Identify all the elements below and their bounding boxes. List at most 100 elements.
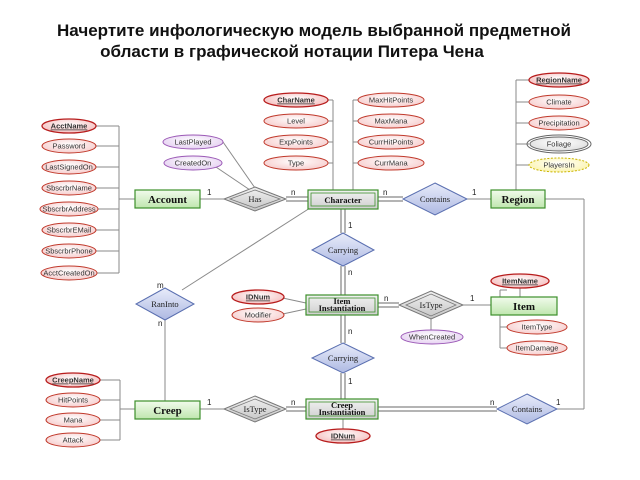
attribute-label: Precipitation <box>538 119 579 128</box>
entity-label-line-1: Creep <box>331 400 353 410</box>
has-attributes: LastPlayed CreatedOn <box>162 134 224 171</box>
attribute-modifier: Modifier <box>231 307 285 323</box>
entity-label-line-1: Item <box>334 296 351 306</box>
cardinality-labels: 1 n n 1 1 n m n n 1 n 1 1 n n 1 <box>157 188 561 407</box>
attribute-level: Level <box>263 113 329 129</box>
entity-label-line-2: Instantiation <box>319 407 366 417</box>
relationship-label: RanInto <box>151 299 178 309</box>
attribute-label: LastPlayed <box>174 138 211 147</box>
attribute-lastsignedon: LastSignedOn <box>41 159 97 175</box>
relationship-carrying-top: Carrying <box>310 232 376 267</box>
attribute-hitpoints: HitPoints <box>45 392 101 408</box>
attribute-label: Climate <box>546 98 571 107</box>
entity-account: Account <box>134 189 201 209</box>
attribute-itemtype: ItemType <box>506 319 568 335</box>
attribute-climate: Climate <box>528 94 590 110</box>
relationship-carrying-bottom: Carrying <box>310 342 376 374</box>
cardinality-creep-inst-contains: n <box>490 398 494 407</box>
attribute-type: Type <box>263 155 329 171</box>
entity-label: Region <box>502 194 535 206</box>
entity-label-line-2: Instantiation <box>319 303 366 313</box>
cardinality-character-carrying: 1 <box>348 221 353 230</box>
attribute-itemname-key: ItemName <box>490 273 550 289</box>
attribute-foliage-multivalued: Foliage <box>526 134 592 154</box>
attribute-label: AcctName <box>51 122 88 131</box>
attribute-precipitation: Precipitation <box>528 115 590 131</box>
attribute-label: SbscrbrName <box>46 184 92 193</box>
relationship-contains-bottom: Contains <box>495 393 559 425</box>
attribute-label: ItemType <box>522 323 553 332</box>
item-attributes: ItemName ItemType ItemDamage <box>490 273 568 356</box>
attribute-label: CurrMana <box>374 159 408 168</box>
attribute-label: LastSignedOn <box>45 163 93 172</box>
attribute-label: IDNum <box>331 432 355 441</box>
attribute-sbscrbrphone: SbscrbrPhone <box>41 243 97 259</box>
attribute-label: Foliage <box>547 140 572 149</box>
relationship-label: Carrying <box>328 353 359 363</box>
attribute-itemdamage: ItemDamage <box>506 340 568 356</box>
attribute-label: PlayersIn <box>543 161 574 170</box>
cardinality-account-has: 1 <box>207 188 212 197</box>
attribute-acctname-key: AcctName <box>41 118 97 134</box>
attribute-label: WhenCreated <box>409 333 455 342</box>
attribute-currmana: CurrMana <box>357 155 425 171</box>
relationship-istype-creep: IsType <box>222 395 288 423</box>
attribute-charname-key: CharName <box>263 92 329 108</box>
character-attributes: CharName Level ExpPoints Type MaxHitPoin… <box>263 92 425 171</box>
relationship-label: IsType <box>419 300 442 310</box>
cardinality-raninto-n: n <box>158 319 162 328</box>
attribute-label: MaxHitPoints <box>369 96 413 105</box>
attribute-label: HitPoints <box>58 396 88 405</box>
attribute-sbscrbrname: SbscrbrName <box>41 180 97 196</box>
relationship-contains-top: Contains <box>401 182 469 216</box>
attribute-label: Level <box>287 117 305 126</box>
attribute-label: Modifier <box>245 311 272 320</box>
attribute-label: CreatedOn <box>175 159 212 168</box>
cardinality-has-character: n <box>291 188 295 197</box>
cardinality-creep-istype: 1 <box>207 398 212 407</box>
entity-item-instantiation: Item Instantiation <box>305 294 379 316</box>
attribute-label: SbscrbrAddress <box>42 205 96 214</box>
attribute-label: Type <box>288 159 304 168</box>
attribute-acctcreatedon: AcctCreatedOn <box>40 265 98 281</box>
attribute-label: Mana <box>64 416 84 425</box>
region-attributes: RegionName Climate Precipitation Foliage… <box>526 72 592 173</box>
attribute-maxmana: MaxMana <box>357 113 425 129</box>
attribute-label: ItemDamage <box>516 344 559 353</box>
entity-region: Region <box>490 189 546 209</box>
cardinality-character-contains: n <box>383 188 387 197</box>
attribute-label: RegionName <box>536 76 582 85</box>
cardinality-istype-creep-inst: n <box>291 398 295 407</box>
entity-creep: Creep <box>134 400 201 420</box>
relationship-label: Has <box>248 194 261 204</box>
attribute-attack: Attack <box>45 432 101 448</box>
attribute-creep-idnum-partial-key: IDNum <box>315 428 371 444</box>
relationship-label: Contains <box>512 404 542 414</box>
attribute-regionname-key: RegionName <box>528 72 590 88</box>
relationship-raninto: RanInto <box>134 287 196 321</box>
relationship-has: Has <box>222 186 288 212</box>
diagram-title-line-1: Начертите инфологическую модель выбранно… <box>57 21 571 40</box>
attribute-password: Password <box>41 138 97 154</box>
attribute-label: ExpPoints <box>279 138 313 147</box>
attribute-maxhitpoints: MaxHitPoints <box>357 92 425 108</box>
creep-attributes: CreepName HitPoints Mana Attack <box>45 372 101 448</box>
cardinality-istype-item: 1 <box>470 294 475 303</box>
attribute-idnum-partial-key: IDNum <box>231 289 285 305</box>
attribute-label: SbscrbrEMail <box>47 226 92 235</box>
cardinality-contains-region-bottom: 1 <box>556 398 561 407</box>
attribute-createdon: CreatedOn <box>163 155 223 171</box>
relationship-label: Carrying <box>328 245 359 255</box>
attribute-playersin-derived: PlayersIn <box>528 157 590 173</box>
entity-label: Item <box>513 301 535 313</box>
account-attributes: AcctName Password LastSignedOn SbscrbrNa… <box>39 118 99 281</box>
cardinality-carrying-item-inst: n <box>348 268 352 277</box>
diagram-title-line-2: области в графической нотации Питера Чен… <box>100 42 484 61</box>
entity-character: Character <box>307 189 379 210</box>
attribute-label: AcctCreatedOn <box>43 269 94 278</box>
item-instantiation-attributes: IDNum Modifier <box>231 289 285 323</box>
cardinality-contains-region: 1 <box>472 188 477 197</box>
attribute-exppoints: ExpPoints <box>263 134 329 150</box>
attribute-sbscrbremail: SbscrbrEMail <box>41 222 97 238</box>
